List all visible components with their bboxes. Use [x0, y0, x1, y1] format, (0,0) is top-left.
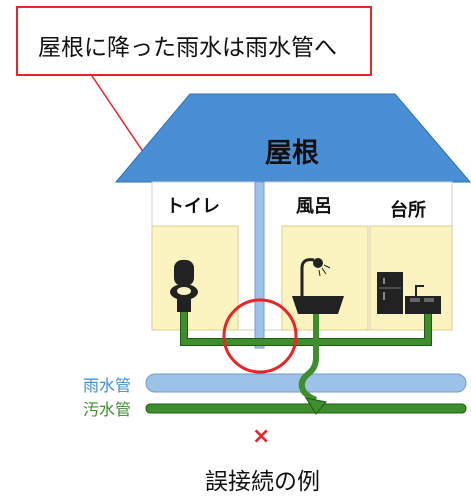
drain-pipes [180, 312, 432, 346]
error-mark: × [252, 424, 271, 449]
callout-text: 屋根に降った雨水は雨水管へ [38, 35, 337, 61]
room-toilet [151, 225, 239, 331]
kitchen-icon [377, 272, 441, 314]
roof-label: 屋根 [265, 138, 319, 169]
room-label-toilet: トイレ [166, 196, 220, 217]
roof [114, 93, 471, 183]
highlight-circle [222, 298, 298, 374]
room-label-bath: 風呂 [296, 196, 332, 217]
misconnection-pipe [298, 342, 319, 403]
caption: 誤接続の例 [205, 469, 320, 495]
callout-box [16, 6, 372, 76]
sewage-pipe-label: 汚水管 [83, 400, 132, 419]
bath-icon [292, 258, 344, 314]
room-label-kitchen: 台所 [390, 200, 426, 221]
downspout [254, 181, 265, 349]
rain-pipe-label: 雨水管 [83, 376, 132, 395]
room-bath [281, 225, 369, 331]
toilet-icon [170, 260, 198, 312]
misconnection-arrowhead [304, 397, 327, 415]
sewage-pipe [145, 403, 467, 414]
